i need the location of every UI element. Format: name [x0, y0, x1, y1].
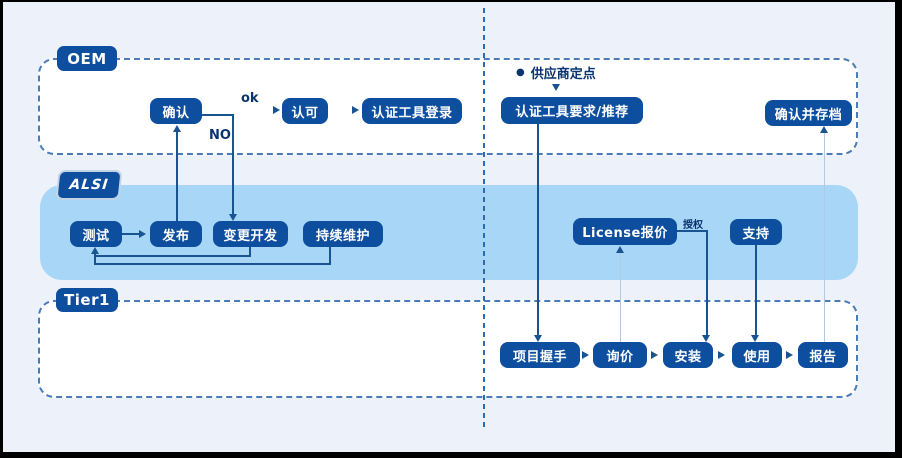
- arrowhead-auth-into-install-icon: [702, 335, 710, 342]
- arrowhead-into-changedev-icon: [229, 214, 237, 221]
- arrowhead-into-approve-icon: [273, 106, 280, 114]
- node-support: 支持: [730, 219, 782, 245]
- node-license-quote: License报价: [573, 218, 677, 245]
- arrowhead-into-install-icon: [651, 351, 658, 359]
- node-approve: 认可: [282, 98, 328, 124]
- arrowhead-into-test-icon: [91, 247, 99, 254]
- connector-support-use: [755, 245, 757, 336]
- node-cert-tool-login: 认证工具登录: [362, 98, 462, 124]
- arrowhead-into-certlogin-icon: [352, 106, 359, 114]
- connector-certreq-handshake: [537, 124, 539, 336]
- arrowhead-into-confirm-icon: [173, 125, 181, 132]
- connector-test-release: [122, 233, 142, 235]
- node-change-development: 变更开发: [213, 221, 288, 247]
- connector-feedback-join: [94, 253, 96, 265]
- supplier-nomination-note: ● 供应商定点: [516, 63, 596, 82]
- node-project-handshake: 项目握手: [500, 342, 580, 368]
- connector-no-branch: [232, 114, 234, 214]
- connector-confirm-out: [202, 114, 234, 116]
- node-use: 使用: [732, 342, 782, 368]
- bullet-icon: ●: [516, 67, 525, 78]
- node-install: 安装: [663, 342, 713, 368]
- node-continuous-maintenance: 持续维护: [303, 221, 383, 247]
- connector-maintain-feedback-h: [94, 263, 331, 265]
- lane-tier1: [38, 300, 858, 398]
- lane-label-tier1: Tier1: [56, 288, 118, 312]
- arrowhead-into-inquiry-icon: [582, 351, 589, 359]
- connector-inquiry-license: [620, 252, 621, 342]
- edge-label-ok: ok: [241, 91, 259, 106]
- edge-label-no: NO: [209, 128, 231, 143]
- lane-label-alsi-logo: ALSI: [55, 170, 123, 200]
- connector-maintain-feedback-v: [329, 247, 331, 265]
- arrowhead-into-license-icon: [616, 246, 624, 253]
- diagram-canvas: OEM ALSI Tier1 确认 认可 认证工具登录 认证工具要求/推荐 确认…: [3, 2, 895, 452]
- arrowhead-into-release-icon: [139, 230, 146, 238]
- arrowhead-into-report-icon: [786, 351, 793, 359]
- connector-changedev-feedback-h: [94, 255, 251, 257]
- arrowhead-into-archive-icon: [820, 126, 828, 133]
- node-cert-tool-requirement: 认证工具要求/推荐: [501, 97, 643, 124]
- connector-report-archive: [824, 133, 825, 342]
- arrowhead-support-into-use-icon: [751, 335, 759, 342]
- connector-license-auth-h: [677, 230, 708, 232]
- node-inquiry: 询价: [593, 342, 647, 368]
- node-confirm-and-archive: 确认并存档: [765, 100, 852, 126]
- connector-release-confirm: [176, 128, 178, 221]
- supplier-nomination-label: 供应商定点: [530, 67, 596, 82]
- node-test: 测试: [70, 221, 122, 247]
- arrowhead-into-use-icon: [718, 351, 725, 359]
- node-report: 报告: [798, 342, 848, 368]
- node-confirm: 确认: [150, 98, 202, 124]
- node-release: 发布: [150, 221, 202, 247]
- arrowhead-into-handshake-icon: [534, 335, 542, 342]
- edge-label-auth: 授权: [683, 220, 703, 231]
- lane-label-oem: OEM: [57, 46, 117, 71]
- arrowhead-into-certreq-icon: [552, 84, 560, 91]
- connector-changedev-feedback-v: [249, 247, 251, 257]
- connector-license-auth-v: [706, 230, 708, 336]
- phase-divider-dashed-line: [483, 8, 485, 430]
